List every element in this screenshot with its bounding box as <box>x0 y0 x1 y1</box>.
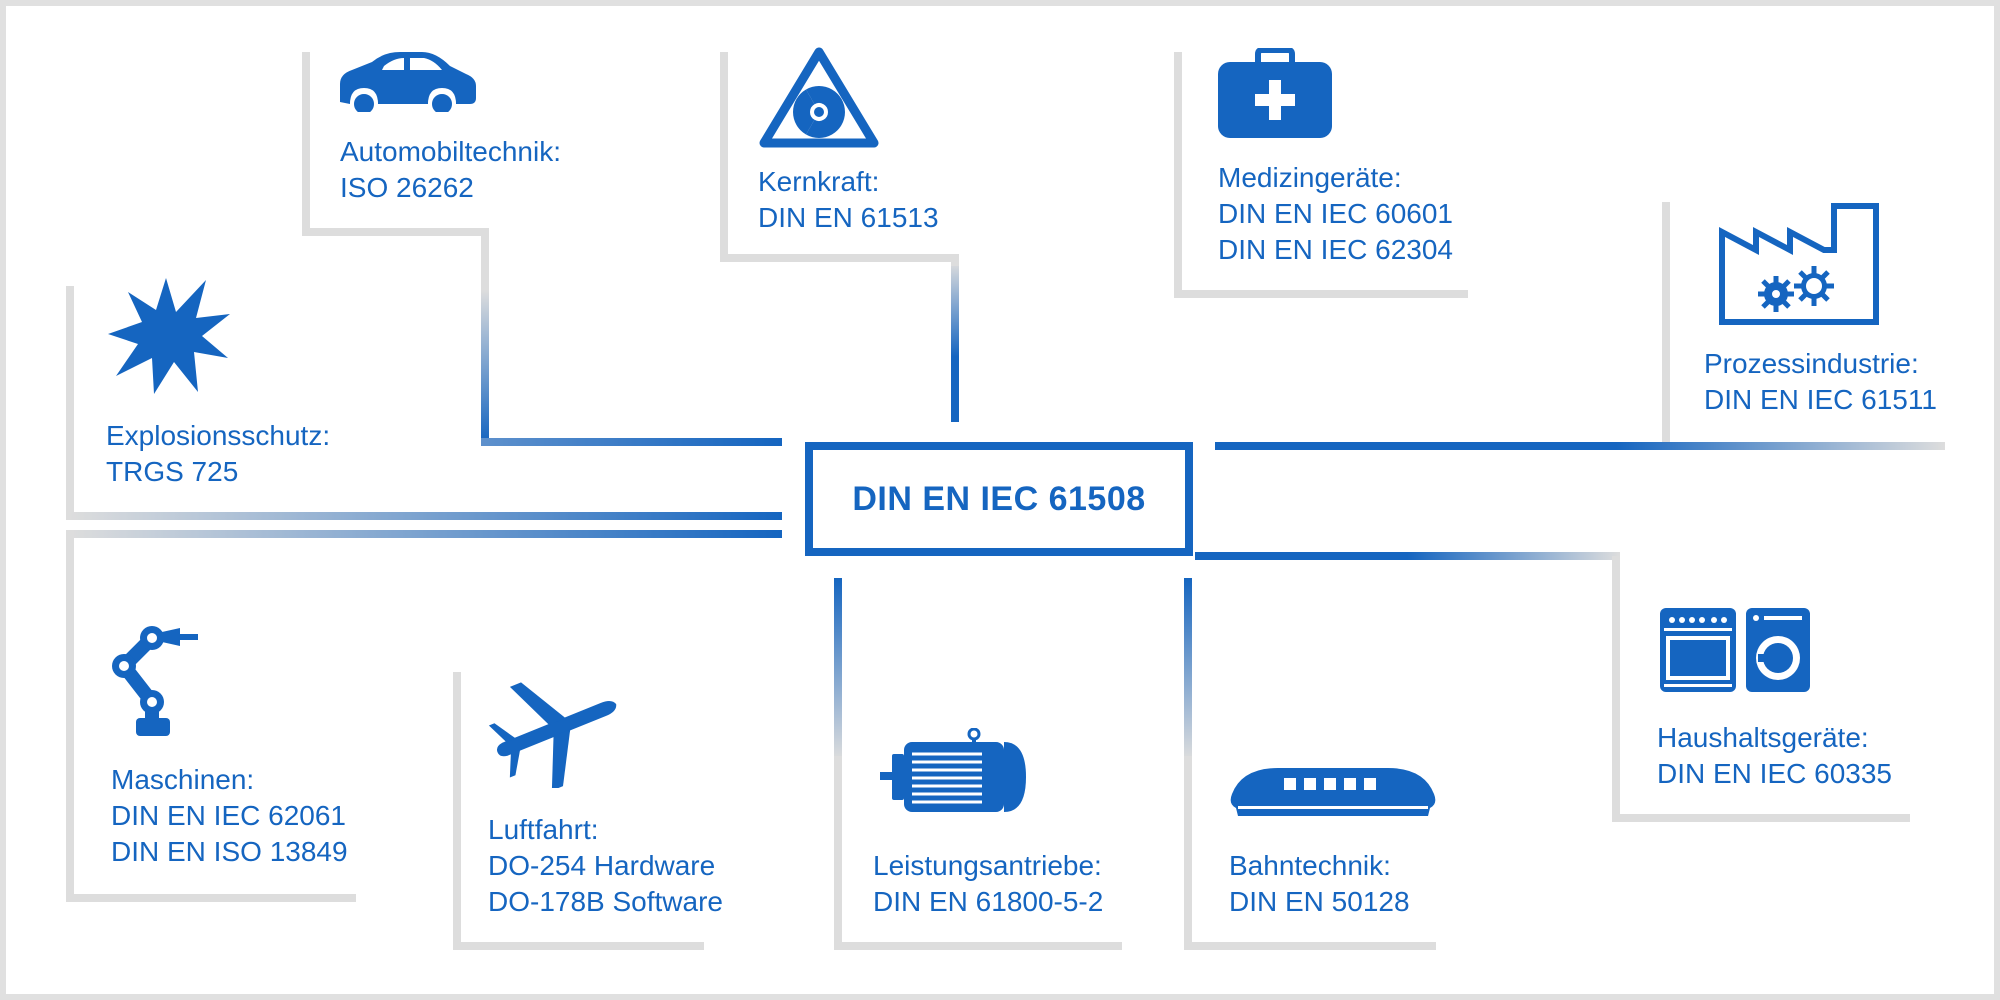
connector-machines <box>66 530 782 902</box>
factory-icon <box>1719 203 1879 325</box>
medical-label: Medizingeräte: DIN EN IEC 60601 DIN EN I… <box>1218 160 1453 268</box>
train-icon <box>1230 768 1436 816</box>
connector-automotive <box>302 52 782 446</box>
central-standard-box: DIN EN IEC 61508 <box>805 442 1193 556</box>
rail-standard-1: DIN EN 50128 <box>1229 886 1410 917</box>
connector-medical <box>1174 52 1468 298</box>
process-standard-1: DIN EN IEC 61511 <box>1704 384 1937 415</box>
robot-arm-icon <box>112 626 198 736</box>
medical-name: Medizingeräte: <box>1218 162 1402 193</box>
radiation-warning-icon <box>759 47 879 148</box>
car-icon <box>340 52 476 112</box>
explosion-standard-1: TRGS 725 <box>106 456 239 487</box>
nuclear-label: Kernkraft: DIN EN 61513 <box>758 164 939 236</box>
process-label: Prozessindustrie: DIN EN IEC 61511 <box>1704 346 1937 418</box>
drives-name: Leistungsantriebe: <box>873 850 1102 881</box>
central-standard-title: DIN EN IEC 61508 <box>852 479 1146 518</box>
explosion-label: Explosionsschutz: TRGS 725 <box>106 418 330 490</box>
aviation-name: Luftfahrt: <box>488 814 599 845</box>
automotive-standard-1: ISO 26262 <box>340 172 474 203</box>
drives-standard-1: DIN EN 61800-5-2 <box>873 886 1104 917</box>
connector-process <box>1215 202 1945 450</box>
connector-aviation <box>453 672 704 950</box>
machines-standard-2: DIN EN ISO 13849 <box>111 836 348 867</box>
explosion-name: Explosionsschutz: <box>106 420 331 451</box>
medical-standard-2: DIN EN IEC 62304 <box>1218 234 1453 265</box>
machines-name: Maschinen: <box>111 764 255 795</box>
nuclear-name: Kernkraft: <box>758 166 880 197</box>
airplane-icon <box>488 682 617 788</box>
connector-nuclear <box>720 52 959 422</box>
connector-rail <box>1184 578 1436 950</box>
process-name: Prozessindustrie: <box>1704 348 1919 379</box>
aviation-standard-1: DO-254 Hardware <box>488 850 716 881</box>
household-appliances-icon <box>1660 608 1810 692</box>
connector-drives <box>834 578 1122 950</box>
aviation-standard-2: DO-178B Software <box>488 886 723 917</box>
first-aid-kit-icon <box>1218 48 1332 138</box>
drives-label: Leistungsantriebe: DIN EN 61800-5-2 <box>873 848 1103 920</box>
explosion-icon <box>108 278 230 394</box>
household-label: Haushaltsgeräte: DIN EN IEC 60335 <box>1657 720 1892 792</box>
household-standard-1: DIN EN IEC 60335 <box>1657 758 1892 789</box>
nuclear-standard-1: DIN EN 61513 <box>758 202 939 233</box>
machines-standard-1: DIN EN IEC 62061 <box>111 800 346 831</box>
automotive-name: Automobiltechnik: <box>340 136 562 167</box>
automotive-label: Automobiltechnik: ISO 26262 <box>340 134 561 206</box>
aviation-label: Luftfahrt: DO-254 Hardware DO-178B Softw… <box>488 812 723 920</box>
rail-label: Bahntechnik: DIN EN 50128 <box>1229 848 1410 920</box>
machines-label: Maschinen: DIN EN IEC 62061 DIN EN ISO 1… <box>111 762 348 870</box>
medical-standard-1: DIN EN IEC 60601 <box>1218 198 1453 229</box>
rail-name: Bahntechnik: <box>1229 850 1391 881</box>
connector-explosion <box>66 286 782 520</box>
electric-motor-icon <box>880 728 1026 812</box>
household-name: Haushaltsgeräte: <box>1657 722 1869 753</box>
connector-household <box>1195 552 1910 822</box>
